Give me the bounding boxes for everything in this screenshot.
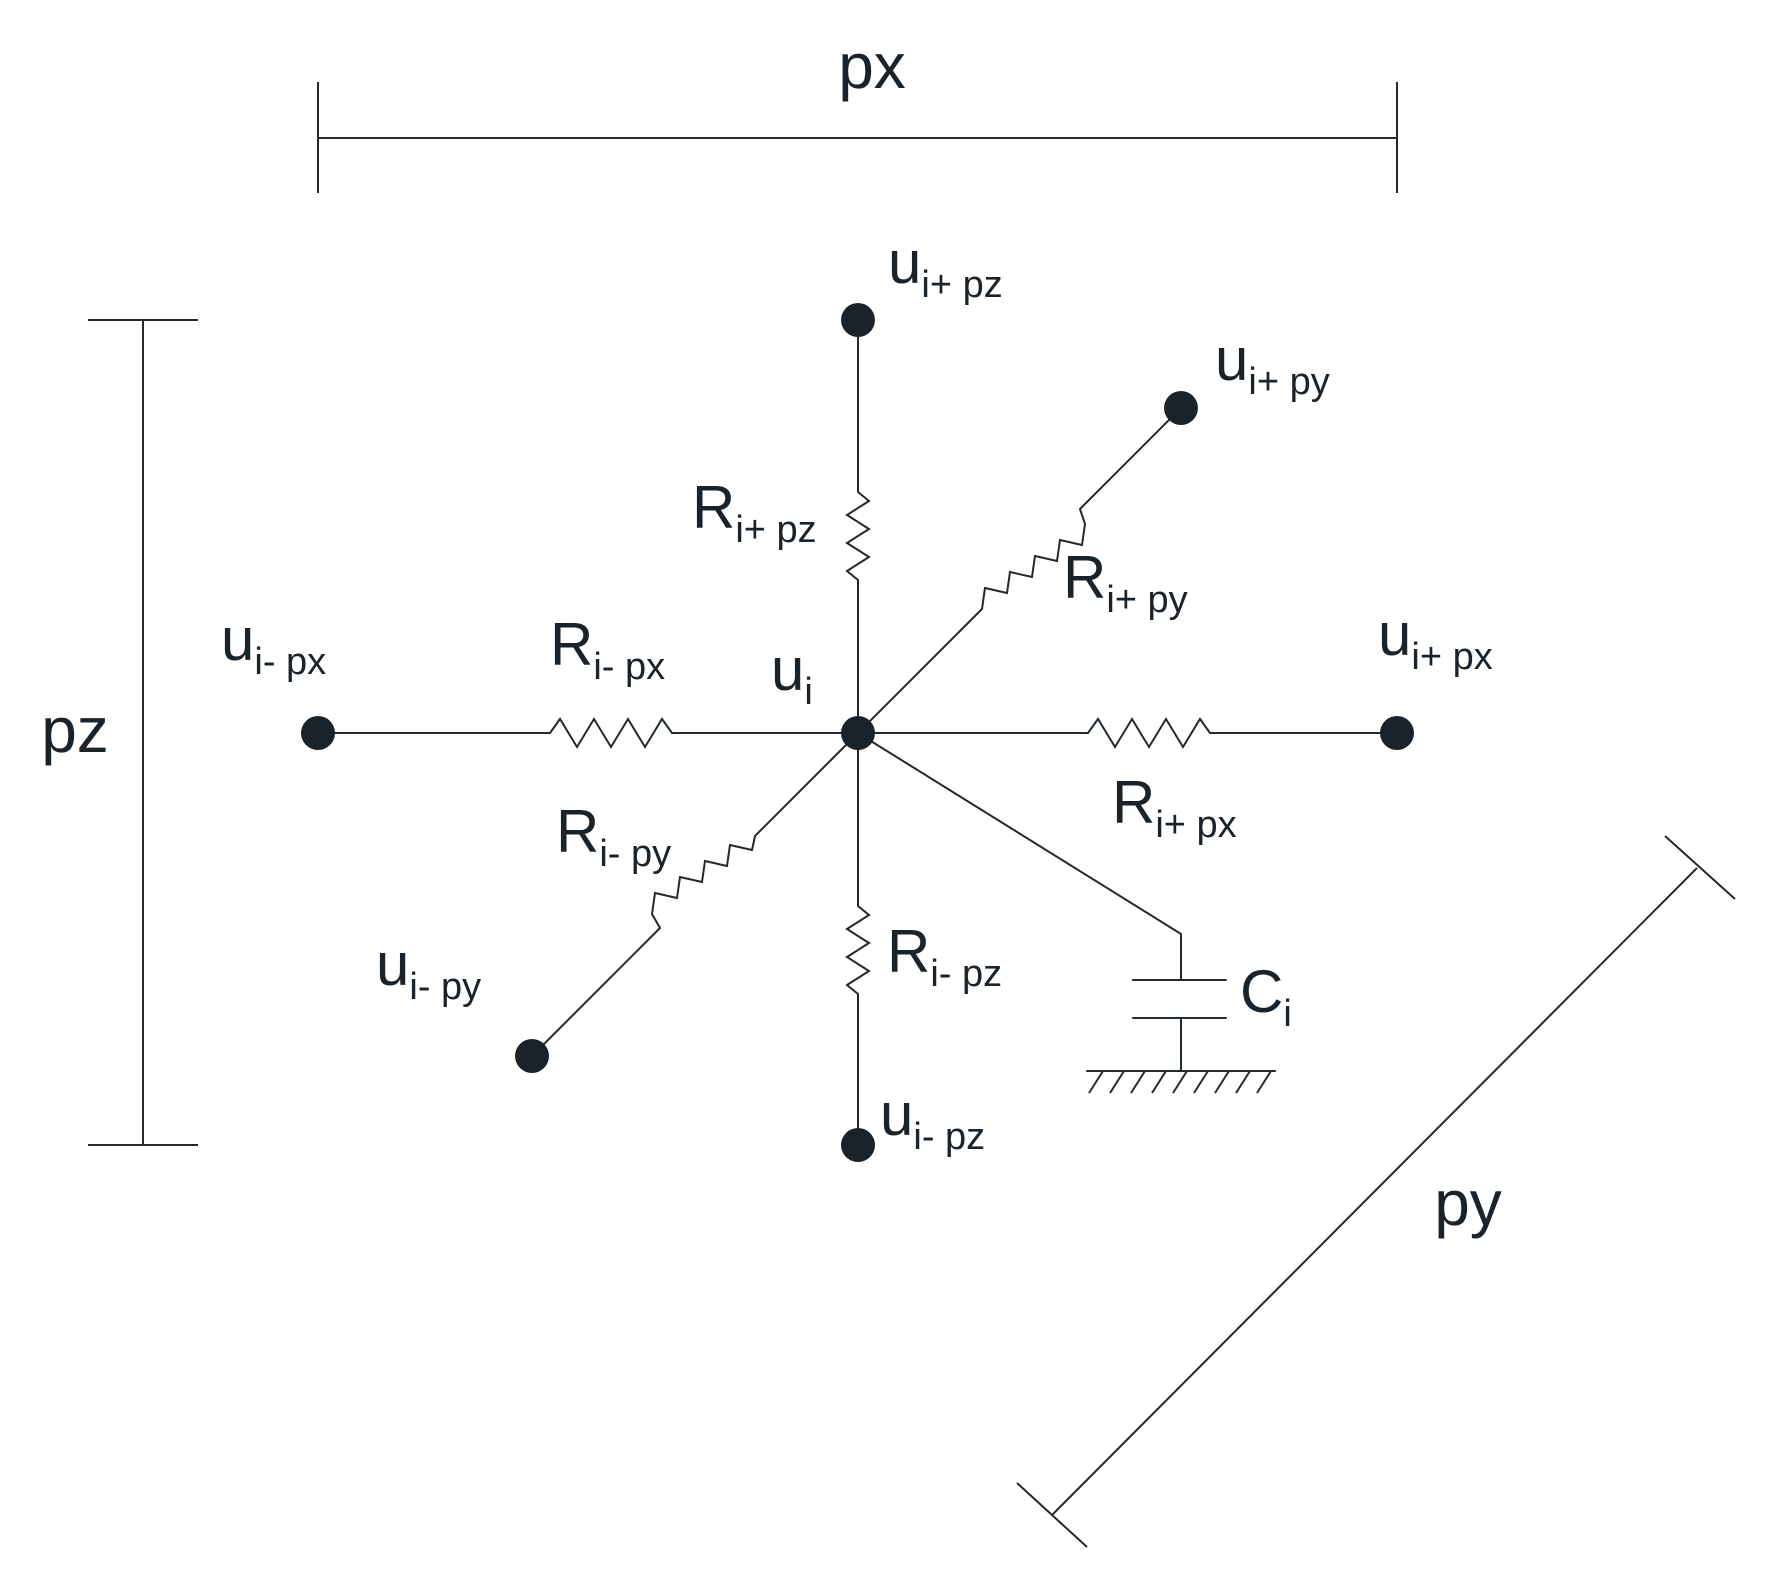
label-node-y-plus-base: u (1215, 326, 1248, 393)
dimension-pz-label: pz (41, 694, 109, 766)
label-resistor-x-plus-sub: i+ px (1155, 804, 1236, 846)
label-resistor-x-plus: Ri+ px (1112, 769, 1237, 846)
dimension-pz: pz (41, 319, 198, 1146)
ground-hatch (1088, 1070, 1272, 1094)
wire-y-minus-inner (754, 732, 859, 837)
label-resistor-x-minus: Ri- px (550, 611, 665, 688)
label-node-y-minus: ui- py (376, 931, 481, 1008)
label-resistor-x-minus-sub: i- px (593, 646, 665, 688)
label-resistor-z-plus-sub: i+ pz (735, 509, 816, 551)
resistor-y-minus-symbol (650, 835, 756, 929)
label-node-center-sub: i (804, 671, 812, 713)
label-node-x-minus-base: u (221, 606, 254, 673)
label-node-z-plus-base: u (888, 229, 921, 296)
label-capacitor: Ci (1240, 958, 1292, 1035)
label-node-center: ui (771, 636, 813, 713)
label-node-z-plus-sub: i+ pz (921, 264, 1002, 306)
wire-y-plus-outer (1079, 407, 1182, 510)
label-resistor-y-plus: Ri+ py (1063, 544, 1188, 621)
label-node-center-base: u (771, 636, 804, 703)
resistor-z-minus-symbol (845, 905, 871, 995)
dimension-py-line (1051, 867, 1698, 1516)
label-capacitor-base: C (1240, 958, 1283, 1025)
label-resistor-z-minus-base: R (887, 918, 930, 985)
label-resistor-z-minus: Ri- pz (887, 918, 1002, 995)
label-node-x-plus-base: u (1378, 601, 1411, 668)
label-capacitor-sub: i (1283, 993, 1291, 1035)
resistor-z-plus-symbol (845, 491, 871, 581)
node-z-minus (841, 1128, 875, 1162)
label-resistor-y-plus-sub: i+ py (1106, 579, 1187, 621)
label-resistor-x-plus-base: R (1112, 769, 1155, 836)
dimension-px-label: px (838, 30, 906, 102)
branch-z-minus (845, 732, 871, 1146)
label-node-y-plus-sub: i+ py (1248, 361, 1329, 403)
label-resistor-z-minus-sub: i- pz (930, 953, 1002, 995)
label-node-x-minus-sub: i- px (254, 641, 326, 683)
label-node-z-minus-base: u (880, 1081, 913, 1148)
branch-x-plus (857, 717, 1398, 749)
branch-capacitor (857, 732, 1276, 1094)
node-y-minus (515, 1039, 549, 1073)
label-node-z-minus-sub: i- pz (913, 1116, 985, 1158)
resistor-x-minus-symbol (549, 717, 673, 749)
label-resistor-y-minus-sub: i- py (599, 833, 671, 875)
label-resistor-y-minus: Ri- py (556, 798, 671, 875)
dimension-py-tick-bottom (1016, 1482, 1088, 1548)
resistor-x-plus-symbol (1087, 717, 1211, 749)
branch-y-plus (857, 407, 1182, 734)
node-x-minus (301, 716, 335, 750)
node-center (841, 716, 875, 750)
label-resistor-y-plus-base: R (1063, 544, 1106, 611)
dimension-px: px (317, 30, 1398, 193)
label-node-x-minus: ui- px (221, 606, 326, 683)
label-node-x-plus-sub: i+ px (1411, 636, 1492, 678)
dimension-py: py (1016, 835, 1736, 1548)
branch-y-minus (531, 732, 859, 1057)
dimension-py-label: py (1434, 1167, 1502, 1239)
label-node-y-minus-base: u (376, 931, 409, 998)
node-z-plus (841, 303, 875, 337)
label-resistor-x-minus-base: R (550, 611, 593, 678)
wire-y-plus-inner (857, 608, 983, 734)
branch-x-minus (317, 717, 859, 749)
label-node-z-minus: ui- pz (880, 1081, 985, 1158)
label-resistor-z-plus: Ri+ pz (692, 474, 817, 551)
resistor-y-plus-symbol (981, 508, 1087, 610)
node-y-plus (1164, 391, 1198, 425)
label-resistor-z-plus-base: R (692, 474, 735, 541)
label-node-x-plus: ui+ px (1378, 601, 1493, 678)
branch-z-plus (845, 319, 871, 734)
label-node-y-minus-sub: i- py (409, 966, 481, 1008)
dimension-py-tick-top (1664, 835, 1736, 900)
label-node-y-plus: ui+ py (1215, 326, 1330, 403)
label-resistor-y-minus-base: R (556, 798, 599, 865)
node-x-plus (1380, 716, 1414, 750)
wire-capacitor-top (857, 732, 1182, 981)
wire-y-minus-outer (531, 927, 661, 1057)
label-node-z-plus: ui+ pz (888, 229, 1003, 306)
